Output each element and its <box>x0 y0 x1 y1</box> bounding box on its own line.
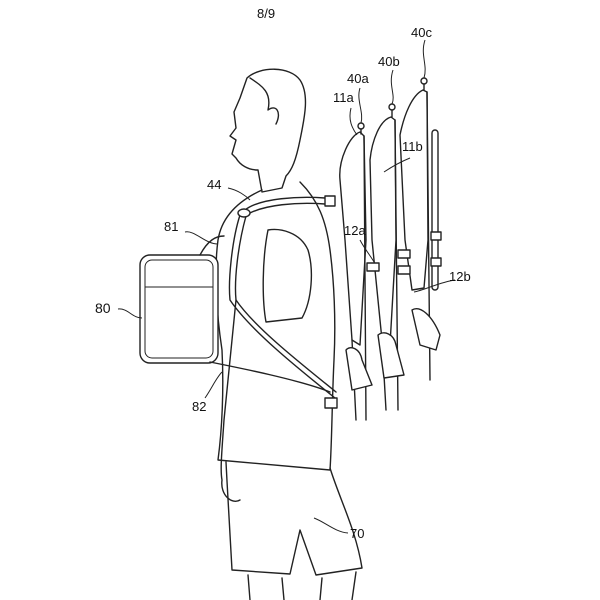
label-44: 44 <box>207 177 222 192</box>
label-11a: 11a <box>333 90 354 105</box>
label-12a: 12a <box>344 223 366 238</box>
label-80: 80 <box>95 300 111 316</box>
label-82: 82 <box>192 399 207 414</box>
chairs-illustration <box>339 77 442 421</box>
leader-lines <box>117 39 456 534</box>
person-illustration <box>215 68 363 600</box>
label-12b: 12b <box>449 269 471 284</box>
pack-illustration <box>139 235 331 393</box>
label-40b: 40b <box>378 54 400 69</box>
label-11b: 11b <box>402 139 423 154</box>
label-40a: 40a <box>347 71 369 86</box>
label-70: 70 <box>350 526 365 541</box>
label-40c: 40c <box>411 25 432 40</box>
label-81: 81 <box>164 219 179 234</box>
page-number: 8/9 <box>257 6 276 21</box>
